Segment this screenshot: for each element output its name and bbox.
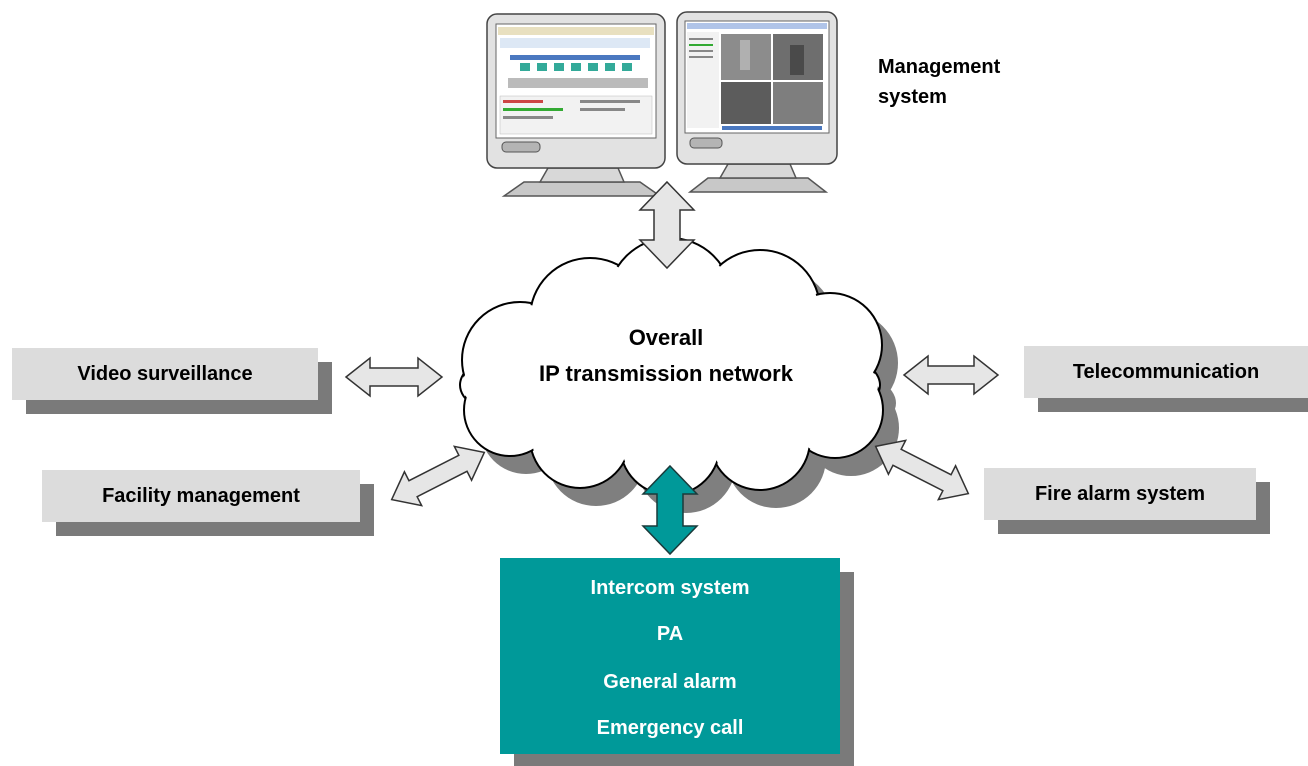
network-label-line2: IP transmission network (539, 361, 793, 386)
management-label-line1: Management (878, 56, 1001, 78)
core-item-emergency-call: Emergency call (596, 717, 744, 739)
double-arrow-icon-management (638, 180, 696, 270)
management-label-line2: system (878, 86, 947, 108)
double-arrow-icon-video (344, 356, 444, 398)
monitor-icon-right (676, 11, 838, 193)
monitor-icon-left (486, 13, 666, 197)
core-item-intercom: Intercom system (590, 577, 750, 599)
network-label-line1: Overall (628, 325, 704, 350)
telecommunication-box: Telecommunication (1024, 346, 1308, 398)
video-surveillance-box: Video surveillance (12, 348, 318, 400)
cloud-fill (462, 240, 881, 493)
fire-alarm-box: Fire alarm system (984, 468, 1256, 520)
facility-management-box: Facility management (42, 470, 360, 522)
core-item-pa: PA (656, 623, 684, 645)
double-arrow-icon-telecom (902, 354, 1000, 396)
management-system-label: Management system (878, 52, 1000, 112)
core-item-general-alarm: General alarm (603, 671, 737, 693)
network-label: Overall IP transmission network (480, 320, 852, 392)
double-arrow-icon-core (641, 464, 699, 556)
core-systems-box: Intercom system PA General alarm Emergen… (500, 558, 840, 754)
double-arrow-icon-facility (390, 445, 486, 507)
double-arrow-icon-fire (874, 439, 970, 501)
